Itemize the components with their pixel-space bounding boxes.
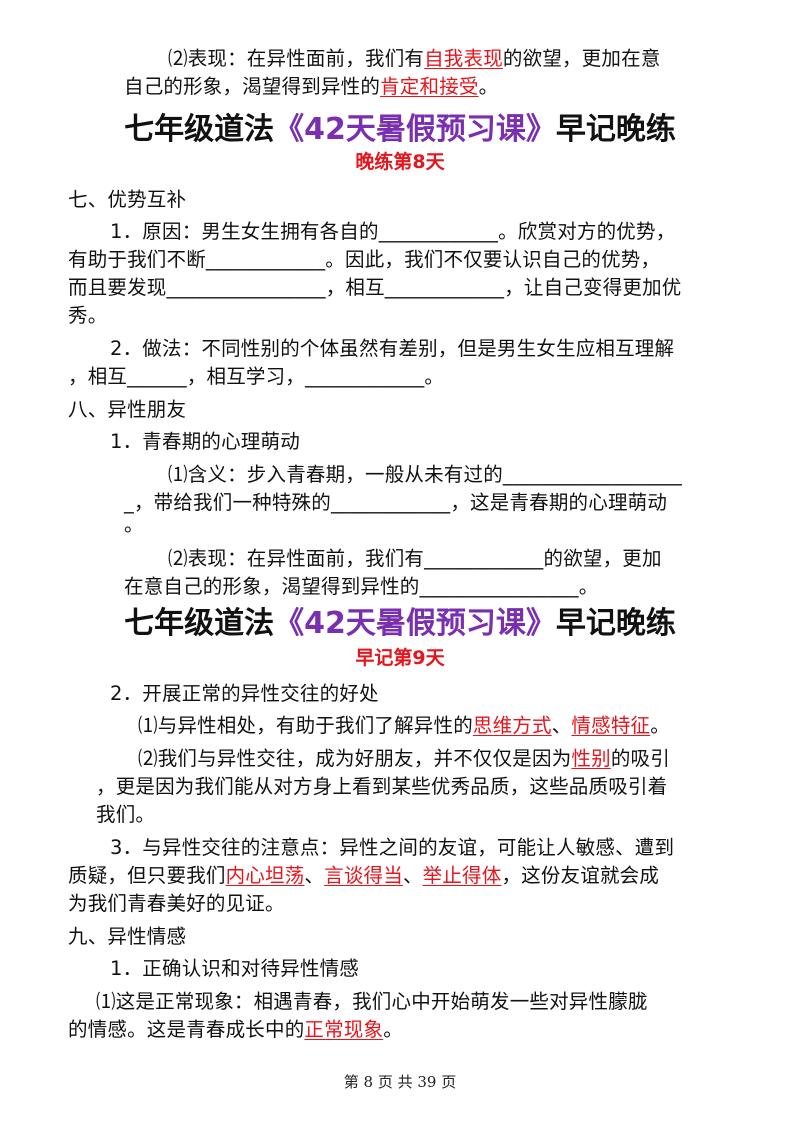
text-line: 秀。 [68, 304, 108, 327]
answer-highlight: 情感特征 [571, 714, 651, 737]
answer-highlight: 言谈得当 [324, 864, 403, 887]
text: 的吸引 [610, 747, 670, 770]
text: 的情感。这是青春成长中的 [68, 1018, 305, 1041]
text: ⑵表现：在异性面前，我们有 [168, 47, 425, 70]
text-line: 3．与异性交往的注意点：异性之间的友谊，可能让人敏感、遭到 [110, 836, 675, 859]
text-line: 而且要发现________________，相互____________，让自己… [68, 276, 682, 299]
answer-highlight: 正常现象 [304, 1018, 384, 1041]
text-line: 1．原因：男生女生拥有各自的____________。欣赏对方的优势， [110, 220, 676, 243]
section-heading: 九、异性情感 [68, 925, 187, 948]
text-line: ⑴这是正常现象：相遇青春，我们心中开始萌发一些对异性朦胧 [96, 990, 648, 1013]
title-part: 早记晚练 [555, 112, 676, 147]
answer-highlight: 自我表现 [424, 47, 503, 70]
text-line: 的情感。这是青春成长中的正常现象。 [68, 1017, 403, 1043]
text: 、 [551, 714, 572, 737]
day-subtitle: 早记第9天 [355, 647, 445, 669]
text-line: 质疑，但只要我们内心坦荡、言谈得当、举止得体，这份友谊就会成 [68, 863, 659, 889]
text: 。 [383, 1018, 403, 1041]
text-line: ⑴与异性相处，有助于我们了解异性的思维方式、情感特征。 [138, 713, 670, 739]
subsection-heading: 1．青春期的心理萌动 [110, 430, 300, 453]
text: 。 [478, 75, 499, 98]
text-line: 。 [124, 513, 144, 536]
text: 的欲望，更加在意 [502, 47, 661, 70]
text-line: 有助于我们不断____________。因此，我们不仅要认识自己的优势， [68, 248, 661, 271]
answer-highlight: 性别 [571, 747, 611, 770]
text-line: ，更是因为我们能从对方身上看到某些优秀品质，这些品质吸引着 [96, 775, 668, 798]
text-line: 我们。 [96, 803, 156, 826]
day-subtitle: 晚练第8天 [355, 151, 445, 173]
answer-highlight: 肯定和接受 [380, 75, 479, 98]
subsection-heading: 2．开展正常的异性交往的好处 [110, 682, 379, 705]
section-heading: 七、优势互补 [68, 188, 187, 211]
page-number: 第 8 页 共 39 页 [343, 1073, 457, 1091]
title-course: 《42天暑假预习课》 [274, 112, 556, 147]
text: 、 [402, 864, 423, 887]
title-part: 早记晚练 [555, 606, 676, 641]
text-line: ⑵表现：在异性面前，我们有____________的欲望，更加 [168, 547, 662, 570]
page-title: 七年级道法《42天暑假预习课》早记晚练 [0, 604, 800, 644]
title-part: 七年级道法 [124, 112, 275, 147]
text: ，这份友谊就会成 [501, 864, 660, 887]
text-line: _，带给我们一种特殊的____________，这是青春期的心理萌动 [124, 491, 668, 514]
page-title: 七年级道法《42天暑假预习课》早记晚练 [0, 110, 800, 150]
text-line: ，相互______，相互学习，____________。 [68, 365, 445, 388]
text-line: 2．做法：不同性别的个体虽然有差别，但是男生女生应相互理解 [110, 337, 675, 360]
text: 。 [650, 714, 670, 737]
text-line: 在意自己的形象，渴望得到异性的________________。 [124, 575, 599, 598]
text-line: 为我们青春美好的见证。 [68, 892, 285, 915]
text: ⑴与异性相处，有助于我们了解异性的 [138, 714, 473, 737]
answer-highlight: 思维方式 [472, 714, 552, 737]
text-line: ⑵表现：在异性面前，我们有自我表现的欲望，更加在意 [168, 46, 661, 72]
section-heading: 八、异性朋友 [68, 398, 187, 421]
text: 质疑，但只要我们 [68, 864, 226, 887]
title-course: 《42天暑假预习课》 [274, 606, 556, 641]
text: 、 [304, 864, 325, 887]
text: ⑵我们与异性交往，成为好朋友，并不仅仅是因为 [138, 747, 572, 770]
text-line: ⑵我们与异性交往，成为好朋友，并不仅仅是因为性别的吸引 [138, 746, 670, 772]
text: 自己的形象，渴望得到异性的 [124, 75, 381, 98]
answer-highlight: 举止得体 [422, 864, 502, 887]
title-part: 七年级道法 [124, 606, 275, 641]
text-line: 自己的形象，渴望得到异性的肯定和接受。 [124, 74, 498, 100]
text-line: ⑴含义：步入青春期，一般从未有过的__________________ [168, 463, 683, 486]
subsection-heading: 1．正确认识和对待异性情感 [110, 957, 360, 980]
answer-highlight: 内心坦荡 [225, 864, 305, 887]
